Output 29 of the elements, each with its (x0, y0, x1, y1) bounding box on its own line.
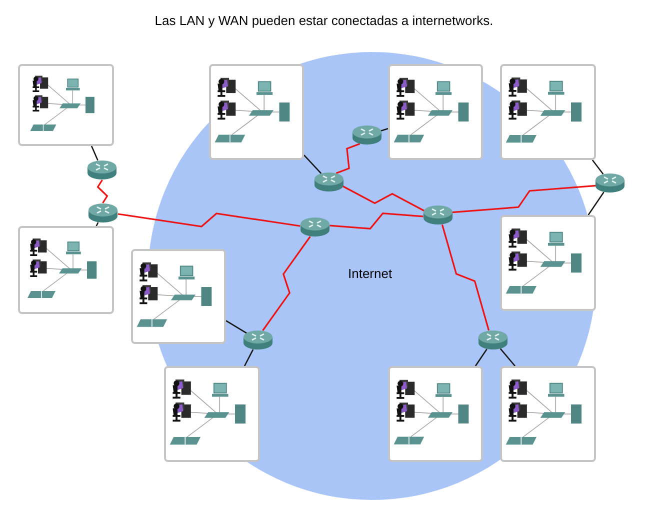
router-icon (595, 173, 625, 193)
cable-line (380, 128, 388, 132)
cable-line (474, 348, 488, 366)
cable-line (304, 154, 322, 174)
cable-line (588, 192, 604, 216)
wan-link (342, 185, 425, 212)
internet-label: Internet (348, 265, 392, 283)
title: Las LAN y WAN pueden estar conectadas a internetworks. (154, 12, 494, 30)
router-icon (478, 330, 508, 350)
router-icon (300, 217, 330, 237)
router-icon (87, 160, 117, 180)
cable-line (226, 320, 248, 334)
wan-link (118, 212, 300, 228)
cable-line (244, 349, 254, 366)
router-icon (88, 203, 118, 223)
wan-link (452, 184, 596, 214)
wan-link (262, 236, 311, 331)
router-icon (423, 205, 453, 225)
cable-line (500, 348, 516, 366)
router-icon (314, 172, 344, 192)
cable-line (592, 160, 604, 174)
wan-link (336, 143, 360, 174)
wan-link (330, 212, 424, 230)
router-icon (243, 330, 273, 350)
cable-line (96, 222, 99, 226)
router-icon (352, 125, 382, 145)
cable-line (90, 146, 98, 161)
wan-link (96, 180, 108, 204)
wan-link (441, 224, 490, 331)
